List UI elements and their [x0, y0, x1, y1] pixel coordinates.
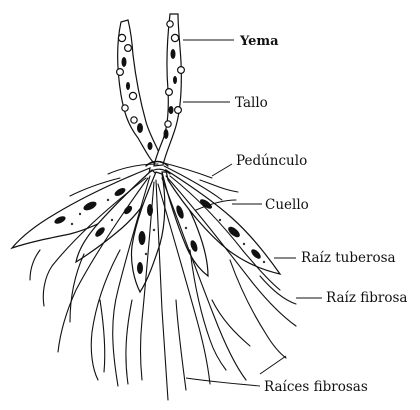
- labels: Yema Tallo Pedúnculo Cuello Raíz tuberos…: [235, 34, 407, 395]
- label-pedunculo: Pedúnculo: [236, 153, 307, 169]
- label-cuello: Cuello: [265, 197, 309, 213]
- label-raices-fibrosas: Raíces fibrosas: [264, 379, 368, 395]
- leader-pedunculo: [212, 164, 232, 176]
- label-raiz-fibrosa: Raíz fibrosa: [326, 290, 407, 306]
- label-tallo: Tallo: [235, 95, 268, 111]
- stems: [117, 14, 185, 166]
- label-raiz-tuberosa: Raíz tuberosa: [301, 250, 396, 266]
- stem-left: [118, 20, 162, 165]
- leader-raices-fibrosas: [186, 378, 260, 386]
- label-yema: Yema: [239, 34, 279, 49]
